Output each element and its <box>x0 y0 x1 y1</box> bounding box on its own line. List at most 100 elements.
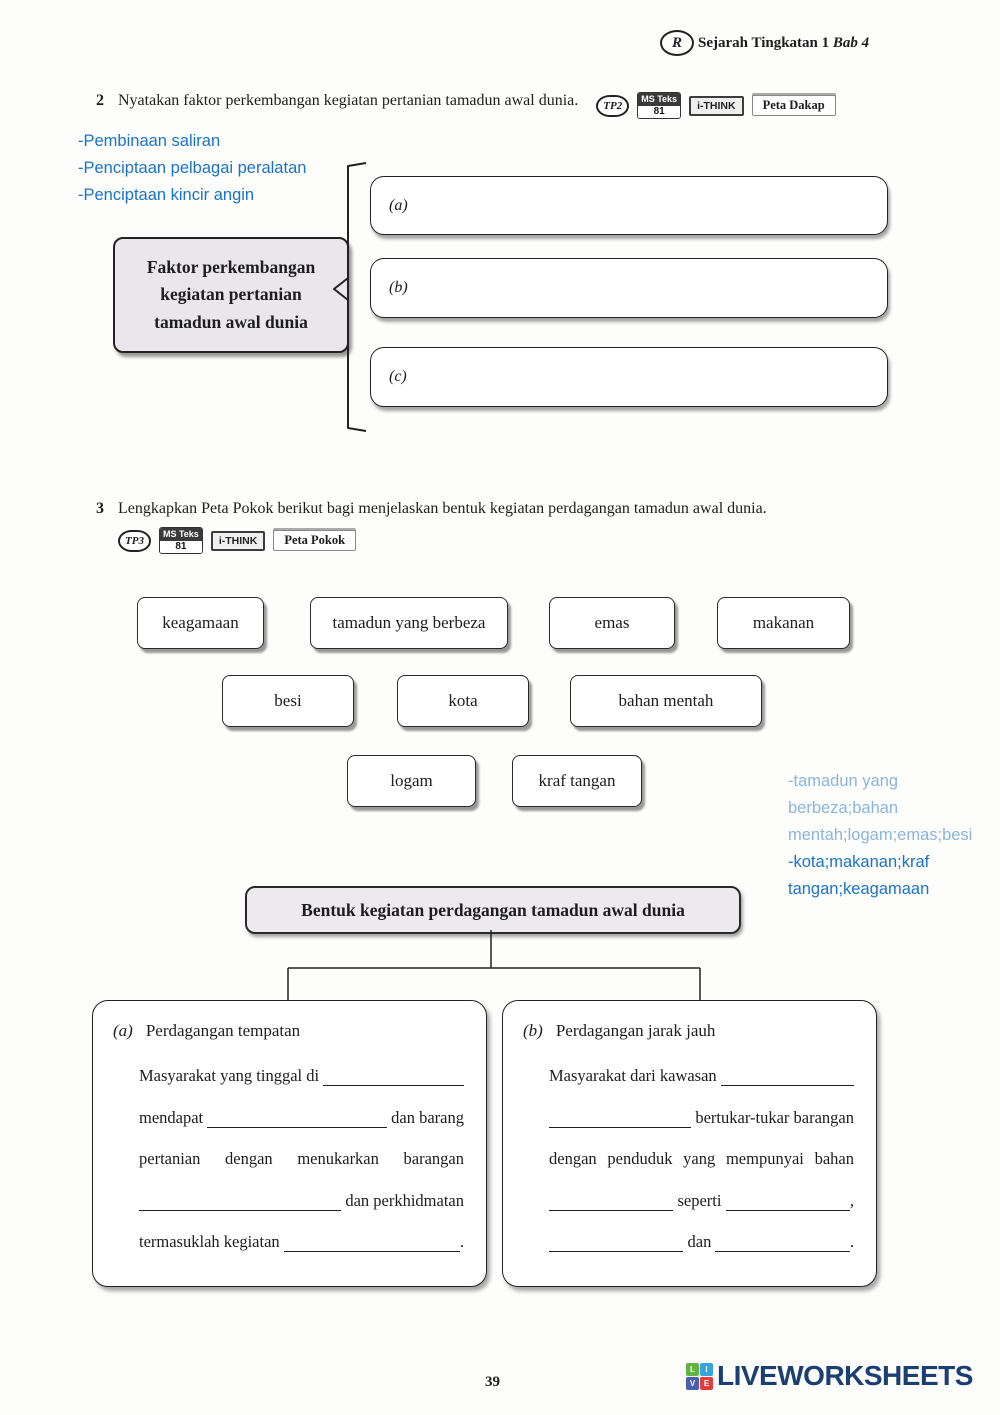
line-text: . <box>459 1232 464 1252</box>
question-2-number: 2 <box>96 92 104 109</box>
word-bank-item[interactable]: tamadun yang berbeza <box>310 597 508 649</box>
ms-teks-label: MS Teks <box>638 93 681 106</box>
typed-answer-light: -tamadun yang berbeza;bahan mentah;logam… <box>788 772 973 844</box>
blank-field[interactable] <box>549 1191 674 1211</box>
fill-line: dengan penduduk yang mempunyai bahan <box>549 1149 854 1168</box>
fill-box-a-body: Masyarakat yang tinggal di mendapat dan … <box>139 1066 464 1252</box>
line-text: termasuklah kegiatan <box>139 1232 284 1252</box>
word-bank-item[interactable]: makanan <box>717 597 850 649</box>
blank-field[interactable] <box>139 1191 342 1211</box>
answer-box-b[interactable]: (b) <box>370 258 888 318</box>
typed-answer-line: -Penciptaan pelbagai peralatan <box>78 159 307 177</box>
word-bank-item[interactable]: kota <box>397 675 529 727</box>
question-3-row: 3 Lengkapkan Peta Pokok berikut bagi men… <box>96 500 976 518</box>
word-bank-item[interactable]: emas <box>549 597 675 649</box>
peta-dakap-badge: Peta Dakap <box>751 95 836 116</box>
fill-box-b[interactable]: (b) Perdagangan jarak jauh Masyarakat da… <box>502 1000 877 1287</box>
fill-box-heading: Perdagangan tempatan <box>145 1021 301 1040</box>
question-2-text: Nyatakan faktor perkembangan kegiatan pe… <box>118 92 579 109</box>
page-header: R Sejarah Tingkatan 1 Bab 4 <box>660 30 920 56</box>
publisher-logo-icon: R <box>660 30 694 56</box>
typed-answer-line: -Penciptaan kincir angin <box>78 186 255 204</box>
tp-badge: TP2 <box>596 94 630 117</box>
line-text: bertukar-tukar barangan <box>691 1107 854 1127</box>
fill-line: dan perkhidmatan <box>139 1191 464 1211</box>
header-title: Sejarah Tingkatan 1 Bab 4 <box>698 35 869 52</box>
question-3-badges: TP3 MS Teks 81 i-THINK Peta Pokok <box>118 527 357 554</box>
fill-box-heading: Perdagangan jarak jauh <box>555 1021 716 1040</box>
blank-field[interactable] <box>549 1108 692 1128</box>
fill-box-a-title: (a) Perdagangan tempatan <box>113 1021 466 1041</box>
ms-teks-badge: MS Teks 81 <box>158 527 203 554</box>
logo-square-i: I <box>700 1362 713 1376</box>
ms-teks-page: 81 <box>638 106 681 118</box>
blank-field[interactable] <box>283 1233 460 1252</box>
tree-connector <box>287 930 701 1000</box>
ithink-badge: i-THINK <box>210 530 266 551</box>
question-3-text: Lengkapkan Peta Pokok berikut bagi menje… <box>118 500 767 517</box>
typed-answer-q2: -Pembinaan saliran -Penciptaan pelbagai … <box>78 128 306 209</box>
line-text: Masyarakat dari kawasan <box>549 1066 721 1086</box>
typed-answer-line: -Pembinaan saliran <box>78 132 221 150</box>
fill-box-label: (a) <box>113 1021 133 1040</box>
peta-pokok-badge: Peta Pokok <box>273 530 357 551</box>
blank-field[interactable] <box>720 1067 854 1086</box>
ms-teks-label: MS Teks <box>159 528 202 541</box>
line-text: , <box>849 1190 855 1210</box>
fill-line: Masyarakat dari kawasan <box>549 1066 854 1086</box>
fill-line: termasuklah kegiatan . <box>139 1232 464 1252</box>
ms-teks-badge: MS Teks 81 <box>637 92 682 119</box>
answer-box-c[interactable]: (c) <box>370 347 888 407</box>
logo-square-l: L <box>686 1362 699 1376</box>
line-text: dan <box>683 1232 716 1252</box>
header-title-main: Sejarah Tingkatan 1 <box>698 34 830 51</box>
header-title-chapter: Bab 4 <box>832 34 870 51</box>
fill-line: pertanian dengan menukarkan barangan <box>139 1149 464 1168</box>
branch-label: (b) <box>389 279 408 296</box>
liveworksheets-wordmark: LIVEWORKSHEETS <box>717 1360 973 1391</box>
branch-label: (a) <box>389 196 408 214</box>
blank-field[interactable] <box>715 1233 850 1252</box>
ithink-badge: i-THINK <box>689 95 744 116</box>
blank-field[interactable] <box>549 1233 684 1252</box>
fill-line: seperti , <box>549 1191 854 1211</box>
line-text: . <box>849 1232 855 1252</box>
page-number: 39 <box>485 1374 500 1390</box>
tree-title-box: Bentuk kegiatan perdagangan tamadun awal… <box>245 886 741 934</box>
liveworksheets-logo-icon: L I V E <box>686 1362 713 1390</box>
branch-label: (c) <box>389 368 407 385</box>
blank-field[interactable] <box>207 1108 388 1128</box>
fill-box-b-title: (b) Perdagangan jarak jauh <box>523 1021 856 1041</box>
question-3-number: 3 <box>96 500 104 517</box>
stem-box: Faktor perkembangan kegiatan pertanian t… <box>113 237 349 353</box>
brace-connector <box>333 162 367 432</box>
word-bank-item[interactable]: keagamaan <box>137 597 264 649</box>
fill-box-a[interactable]: (a) Perdagangan tempatan Masyarakat yang… <box>92 1000 487 1287</box>
word-bank-item[interactable]: besi <box>222 675 354 727</box>
ms-teks-page: 81 <box>159 541 202 553</box>
tp-badge: TP3 <box>118 529 151 552</box>
line-text: mendapat <box>139 1107 208 1127</box>
word-bank-item[interactable]: logam <box>347 755 476 807</box>
fill-line: bertukar-tukar barangan <box>549 1108 854 1128</box>
question-2-row: 2 Nyatakan faktor perkembangan kegiatan … <box>96 92 976 119</box>
logo-square-e: E <box>700 1376 713 1390</box>
fill-box-b-body: Masyarakat dari kawasan bertukar-tukar b… <box>549 1066 854 1252</box>
line-text: Masyarakat yang tinggal di <box>139 1066 324 1086</box>
blank-field[interactable] <box>323 1067 464 1086</box>
line-text: seperti <box>673 1190 726 1210</box>
liveworksheets-logo: L I V E LIVEWORKSHEETS <box>686 1360 973 1392</box>
fill-line: dan . <box>549 1232 854 1252</box>
typed-answer-q3: -tamadun yang berbeza;bahan mentah;logam… <box>788 768 993 903</box>
word-bank-item[interactable]: bahan mentah <box>570 675 762 727</box>
logo-square-v: V <box>686 1376 699 1390</box>
typed-answer-dark: -kota;makanan;kraf tangan;keagamaan <box>788 853 930 898</box>
blank-field[interactable] <box>725 1191 850 1211</box>
answer-box-a[interactable]: (a) <box>370 176 888 235</box>
fill-box-label: (b) <box>523 1021 543 1040</box>
question-2-badges: TP2 MS Teks 81 i-THINK Peta Dakap <box>596 92 836 119</box>
word-bank-item[interactable]: kraf tangan <box>512 755 642 807</box>
fill-line: Masyarakat yang tinggal di <box>139 1066 464 1086</box>
line-text: dan perkhidmatan <box>341 1190 464 1210</box>
